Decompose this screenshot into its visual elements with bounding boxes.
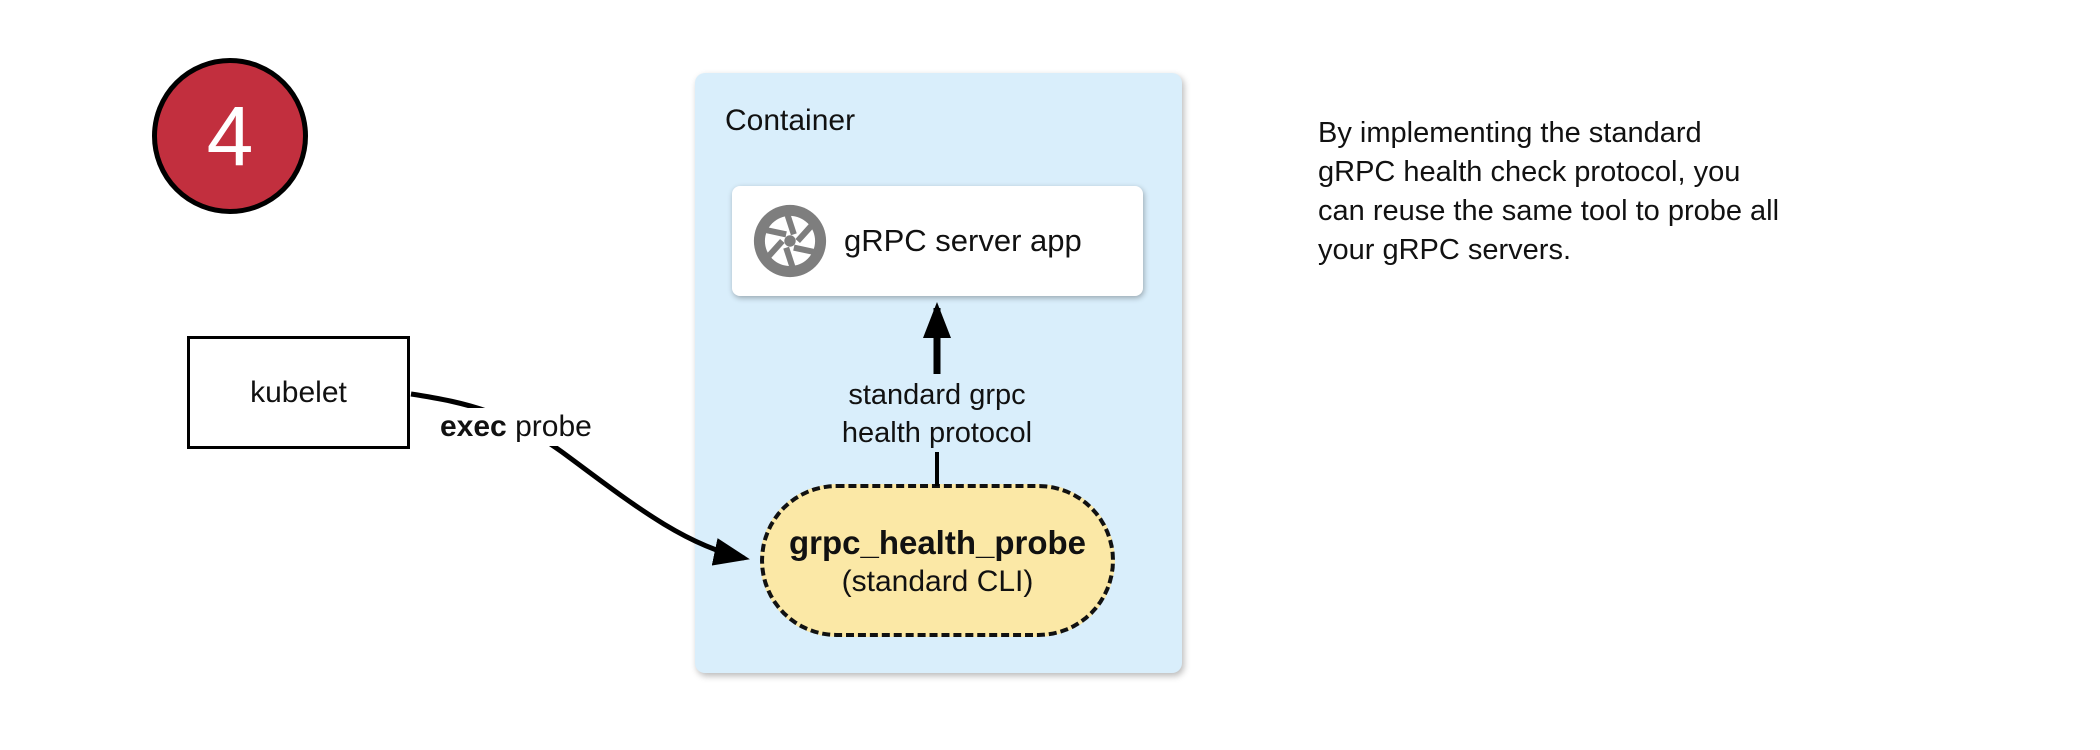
- grpc-health-probe-subtitle: (standard CLI): [841, 564, 1034, 598]
- step-number-badge: 4: [152, 58, 308, 214]
- health-protocol-label: standard grpc health protocol: [841, 379, 1033, 449]
- container-group: Container gRPC server app standard grpc …: [695, 73, 1182, 673]
- grpc-health-probe-node: grpc_health_probe (standard CLI): [760, 484, 1115, 637]
- explanation-note: By implementing the standard gRPC health…: [1318, 117, 1780, 266]
- grpc-server-app-node: gRPC server app: [732, 186, 1143, 296]
- exec-probe-label-rest: probe: [506, 410, 592, 443]
- container-title: Container: [725, 104, 856, 137]
- step-number: 4: [206, 89, 254, 183]
- kubelet-node: kubelet: [187, 336, 410, 449]
- exec-probe-label: exec probe: [432, 408, 600, 446]
- grpc-health-probe-name: grpc_health_probe: [788, 523, 1087, 561]
- exec-probe-label-bold: exec: [440, 410, 507, 443]
- kubelet-label: kubelet: [250, 375, 347, 409]
- grpc-server-app-label: gRPC server app: [844, 223, 1082, 258]
- aperture-icon: [753, 204, 827, 278]
